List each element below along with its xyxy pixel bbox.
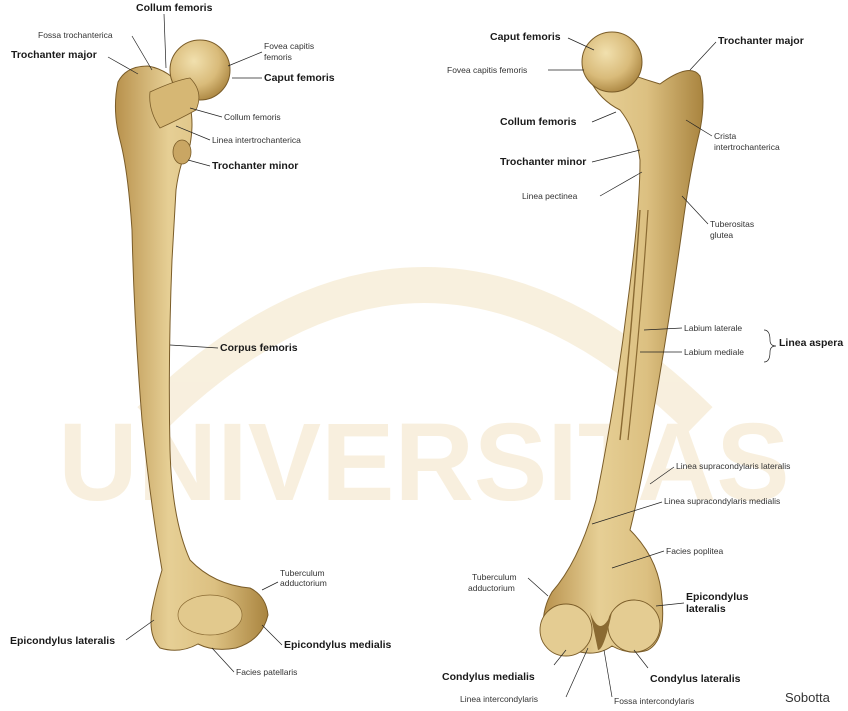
label-fovea-capitis-1: Fovea capitis — [264, 41, 314, 51]
label-tuberculum-adductorium-1-anterior: Tuberculum — [280, 568, 325, 578]
patellar-surface — [178, 595, 242, 635]
label-tuberositas-2: glutea — [710, 230, 733, 240]
label-trochanter-major-anterior: Trochanter major — [11, 49, 97, 61]
label-linea-supracondylaris-lateralis: Linea supracondylaris lateralis — [676, 461, 790, 471]
condyle-lateralis — [608, 600, 660, 652]
label-labium-mediale: Labium mediale — [684, 347, 744, 357]
label-caput-femoris-posterior: Caput femoris — [490, 31, 561, 43]
label-fovea-capitis-posterior: Fovea capitis femoris — [447, 65, 527, 75]
label-tuberculum-adductorium-2-anterior: adductorium — [280, 578, 327, 588]
label-crista-1: Crista — [714, 131, 736, 141]
label-linea-intertrochanterica: Linea intertrochanterica — [212, 135, 301, 145]
label-trochanter-minor-anterior: Trochanter minor — [212, 160, 298, 172]
label-trochanter-major-posterior: Trochanter major — [718, 35, 804, 47]
label-epicondylus-lateralis-1-posterior: Epicondylus — [686, 591, 749, 603]
label-corpus-femoris: Corpus femoris — [220, 342, 298, 354]
label-collum-femoris-top: Collum femoris — [136, 2, 213, 14]
condyle-medialis — [540, 604, 592, 656]
label-caput-femoris-anterior: Caput femoris — [264, 72, 335, 84]
label-linea-intercondylaris: Linea intercondylaris — [460, 694, 538, 704]
label-facies-patellaris: Facies patellaris — [236, 667, 297, 677]
label-epicondylus-lateralis-anterior: Epicondylus lateralis — [10, 635, 115, 647]
label-epicondylus-lateralis-2-posterior: lateralis — [686, 603, 726, 615]
label-fovea-capitis-2: femoris — [264, 52, 292, 62]
label-linea-aspera: Linea aspera — [779, 337, 843, 349]
label-labium-laterale: Labium laterale — [684, 323, 742, 333]
label-fossa-trochanterica: Fossa trochanterica — [38, 30, 113, 40]
label-linea-pectinea: Linea pectinea — [522, 191, 578, 201]
label-epicondylus-medialis-anterior: Epicondylus medialis — [284, 639, 392, 651]
femur-posterior-head — [582, 32, 642, 92]
label-linea-supracondylaris-medialis: Linea supracondylaris medialis — [664, 496, 780, 506]
label-collum-femoris-posterior: Collum femoris — [500, 116, 577, 128]
label-tuberculum-adductorium-1-posterior: Tuberculum — [472, 572, 517, 582]
credit-sobotta: Sobotta — [785, 690, 831, 705]
label-trochanter-minor-posterior: Trochanter minor — [500, 156, 586, 168]
label-tuberculum-adductorium-2-posterior: adductorium — [468, 583, 515, 593]
label-condylus-lateralis: Condylus lateralis — [650, 673, 741, 685]
label-crista-2: intertrochanterica — [714, 142, 780, 152]
label-facies-poplitea: Facies poplitea — [666, 546, 723, 556]
label-condylus-medialis: Condylus medialis — [442, 671, 535, 683]
label-fossa-intercondylaris: Fossa intercondylaris — [614, 696, 694, 706]
label-tuberositas-1: Tuberositas — [710, 219, 754, 229]
label-collum-femoris-anterior: Collum femoris — [224, 112, 281, 122]
